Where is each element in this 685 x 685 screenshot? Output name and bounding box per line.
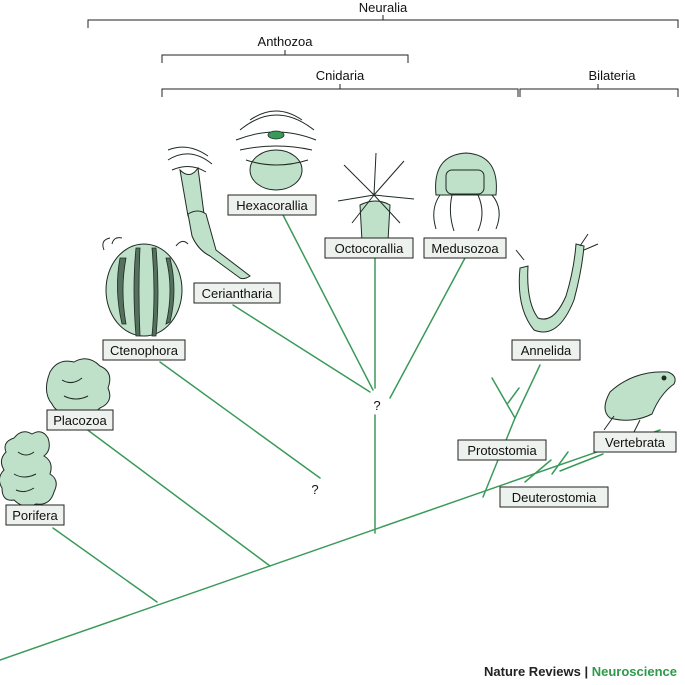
- label-hexacorallia-text: Hexacorallia: [236, 198, 308, 213]
- label-ctenophora-text: Ctenophora: [110, 343, 179, 358]
- label-octocorallia-text: Octocorallia: [335, 241, 404, 256]
- branch-hexacorallia: [282, 214, 374, 391]
- label-placozoa-text: Placozoa: [53, 413, 107, 428]
- label-medusozoa-text: Medusozoa: [431, 241, 499, 256]
- label-vertebrata-text: Vertebrata: [605, 435, 666, 450]
- branch-annelida: [514, 364, 541, 419]
- placozoa-illustration: [46, 358, 111, 415]
- branch-protostome-a: [491, 377, 516, 419]
- branch-ceriantharia: [232, 304, 371, 393]
- uncertain-node-cnidaria: ?: [373, 398, 380, 413]
- hexacorallia-illustration: [235, 110, 317, 191]
- branch-placozoa: [84, 427, 271, 567]
- medusozoa-illustration: [433, 152, 500, 232]
- label-porifera: Porifera: [5, 504, 65, 526]
- branch-ctenophora: [159, 361, 321, 479]
- journal-footer: Nature Reviews | Neuroscience: [484, 664, 677, 679]
- label-octocorallia: Octocorallia: [324, 237, 414, 259]
- branch-protostome-b: [507, 387, 520, 404]
- label-deuterostomia-text: Deuterostomia: [512, 490, 597, 505]
- group-neuralia: Neuralia: [87, 0, 679, 28]
- group-anthozoa-label: Anthozoa: [258, 34, 314, 49]
- label-annelida-text: Annelida: [521, 343, 572, 358]
- group-bilateria: Bilateria: [519, 68, 679, 97]
- group-cnidaria-label: Cnidaria: [316, 68, 365, 83]
- label-placozoa: Placozoa: [46, 409, 114, 431]
- label-deuterostomia: Deuterostomia: [499, 486, 609, 508]
- label-porifera-text: Porifera: [12, 508, 58, 523]
- tree-branches: [0, 214, 661, 661]
- branch-main-trunk: [0, 429, 661, 661]
- label-protostomia: Protostomia: [457, 439, 547, 461]
- uncertain-node-ctenophora: ?: [311, 482, 318, 497]
- label-vertebrata: Vertebrata: [593, 431, 677, 453]
- vertebrata-illustration: [603, 371, 676, 433]
- label-protostomia-text: Protostomia: [467, 443, 537, 458]
- label-ceriantharia-text: Ceriantharia: [202, 286, 274, 301]
- journal-separator: |: [584, 664, 589, 679]
- group-neuralia-label: Neuralia: [359, 0, 408, 15]
- group-bilateria-label: Bilateria: [589, 68, 637, 83]
- ctenophora-illustration: [102, 237, 189, 337]
- label-annelida: Annelida: [511, 339, 581, 361]
- group-cnidaria: Cnidaria: [161, 68, 519, 97]
- branch-medusozoa: [389, 257, 466, 399]
- branch-vertebrata: [559, 453, 604, 472]
- annelida-illustration: [515, 233, 599, 333]
- branch-porifera: [52, 527, 158, 603]
- label-ceriantharia: Ceriantharia: [193, 282, 281, 304]
- octocorallia-illustration: [337, 152, 415, 245]
- branch-deuterostome-a: [524, 459, 552, 483]
- journal-section: Neuroscience: [591, 664, 677, 679]
- ceriantharia-illustration: [167, 146, 251, 280]
- group-anthozoa: Anthozoa: [161, 34, 409, 63]
- label-medusozoa: Medusozoa: [423, 237, 507, 259]
- label-hexacorallia: Hexacorallia: [227, 194, 317, 216]
- branch-deuterostome-b: [551, 451, 569, 475]
- journal-name: Nature Reviews: [484, 664, 581, 679]
- porifera-illustration: [0, 431, 57, 507]
- label-ctenophora: Ctenophora: [102, 339, 186, 361]
